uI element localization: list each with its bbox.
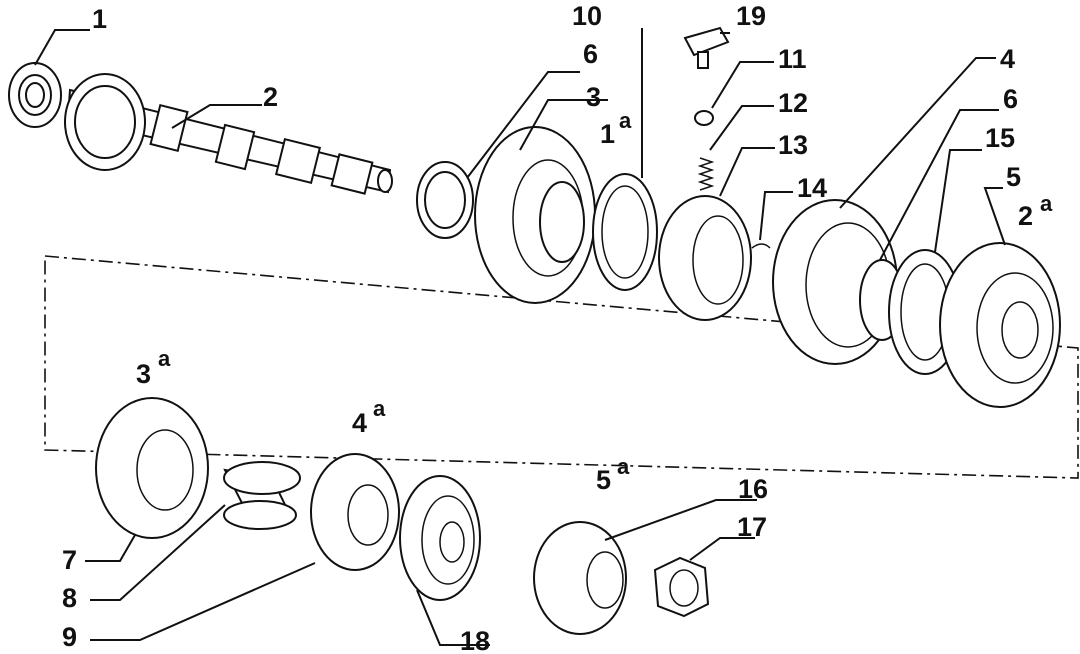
callout-17: 17 (737, 512, 767, 542)
detail-label-5a-num: 5 (596, 465, 611, 495)
callout-5: 5 (1006, 162, 1021, 192)
clip-part-14 (751, 243, 771, 249)
callout-12: 12 (778, 88, 808, 118)
callout-6-left: 6 (583, 39, 598, 69)
detail-label-5a-sup: a (617, 454, 630, 479)
synchro-ring-part-10 (592, 173, 658, 291)
detail-label-2a-sup: a (1040, 191, 1053, 216)
detail-label-1a-num: 1 (600, 119, 615, 149)
detail-label-4a-sup: a (373, 396, 386, 421)
callout-3: 3 (586, 82, 601, 112)
mainshaft-part-2 (64, 73, 393, 195)
callout-14: 14 (797, 173, 827, 203)
callout-15: 15 (985, 123, 1015, 153)
callout-8: 8 (62, 583, 77, 613)
gear-part-9 (310, 453, 400, 571)
detail-label-4a-num: 4 (352, 408, 367, 438)
callout-1: 1 (92, 4, 107, 34)
callout-10: 10 (572, 1, 602, 31)
callout-11: 11 (778, 44, 807, 74)
callout-16: 16 (738, 474, 768, 504)
pulley-part-18 (399, 475, 481, 601)
detail-label-1a-sup: a (619, 108, 632, 133)
detent-part-11 (694, 110, 714, 126)
detail-label-3a-sup: a (158, 346, 171, 371)
needle-bearing-part-6 (416, 161, 474, 239)
callout-4: 4 (1000, 44, 1015, 74)
callout-7: 7 (62, 545, 77, 575)
bearing-part-1 (8, 62, 62, 128)
gear-part-16 (533, 521, 627, 635)
callout-19: 19 (736, 1, 766, 31)
bush-part-8 (223, 461, 301, 530)
callout-6-right: 6 (1003, 84, 1018, 114)
fork-part-19 (683, 26, 730, 69)
detail-label-3a-num: 3 (136, 359, 151, 389)
sleeve-hub-part-13 (658, 195, 752, 321)
leader-lines (34, 28, 1006, 646)
gear-part-5 (939, 242, 1061, 408)
gear-part-7 (95, 397, 209, 539)
nut-part-17 (653, 556, 710, 618)
detail-label-2a-num: 2 (1018, 201, 1033, 231)
spring-part-12 (697, 157, 715, 191)
callout-2: 2 (263, 82, 278, 112)
detail-boundary-line (44, 255, 1079, 479)
callout-9: 9 (62, 622, 77, 652)
callout-18: 18 (460, 626, 490, 654)
callout-13: 13 (778, 130, 808, 160)
gear-part-3 (474, 126, 596, 304)
